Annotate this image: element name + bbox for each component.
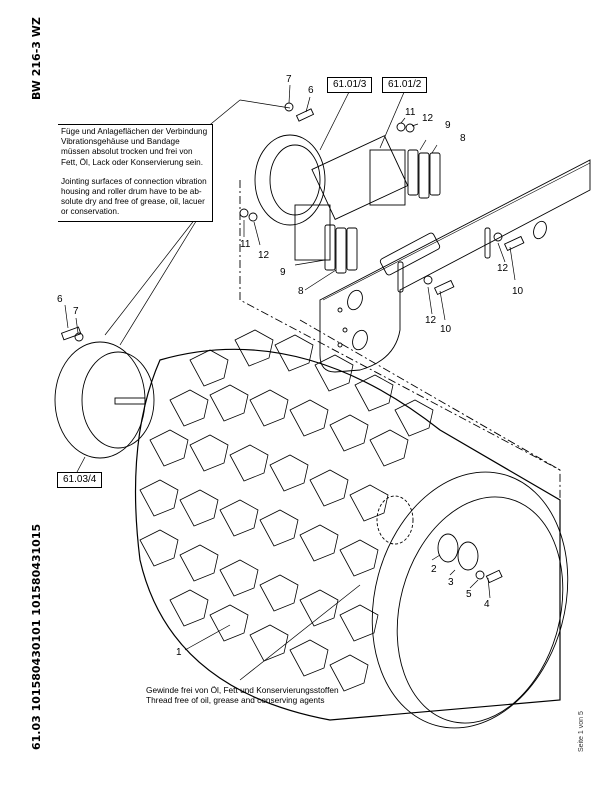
thread-note-en: Thread free of oil, grease and conservin… [146, 695, 325, 706]
reference-box-61-01-3[interactable]: 61.01/3 [327, 77, 373, 93]
callout-3: 3 [448, 577, 454, 588]
callout-9: 9 [445, 120, 451, 131]
drive-motor [54, 341, 146, 459]
callout-4: 4 [484, 599, 490, 610]
surface-note-box: Füge und Anlageflächen der Verbindung Vi… [58, 124, 213, 222]
thread-note: Gewinde frei von Öl, Fett und Konservier… [146, 685, 339, 705]
padfoot-segments [139, 329, 434, 692]
drum-outline [299, 319, 561, 640]
callout-6: 6 [308, 85, 314, 96]
callout-10: 10 [440, 324, 452, 335]
callout-7: 7 [73, 306, 79, 317]
callout-10: 10 [512, 286, 524, 297]
rubber-buffer-right [407, 149, 419, 196]
callout-12: 12 [497, 263, 509, 274]
callout-11: 11 [405, 107, 416, 118]
callout-11: 11 [240, 239, 251, 250]
callout-12: 12 [425, 315, 437, 326]
leader-lines [64, 84, 516, 681]
callout-5: 5 [466, 589, 472, 600]
document-reference: 61.03 101580430101 101580431015 [30, 523, 43, 750]
model-label: BW 216-3 WZ [30, 17, 43, 100]
roller-drum [134, 348, 561, 721]
callout-1: 1 [176, 647, 182, 658]
mounting-plate [319, 159, 591, 373]
surface-note-de: Füge und Anlageflächen der Verbindung Vi… [61, 127, 208, 167]
callout-8: 8 [460, 133, 466, 144]
callout-12: 12 [422, 113, 434, 124]
callout-12: 12 [258, 250, 270, 261]
callout-7: 7 [286, 74, 292, 85]
callout-8: 8 [298, 286, 304, 297]
vibration-housing [254, 134, 326, 226]
assembly-outline [239, 180, 561, 471]
reference-box-61-03-4[interactable]: 61.03/4 [57, 472, 103, 488]
thread-note-de: Gewinde frei von Öl, Fett und Konservier… [146, 685, 339, 695]
callout-6: 6 [57, 294, 63, 305]
reference-box-61-01-2[interactable]: 61.01/2 [382, 77, 428, 93]
callout-2: 2 [431, 564, 437, 575]
callout-9: 9 [280, 267, 286, 278]
surface-note-en: Jointing surfaces of connection vibratio… [61, 176, 207, 217]
page-footer: Seite 1 von 5 [578, 711, 585, 752]
